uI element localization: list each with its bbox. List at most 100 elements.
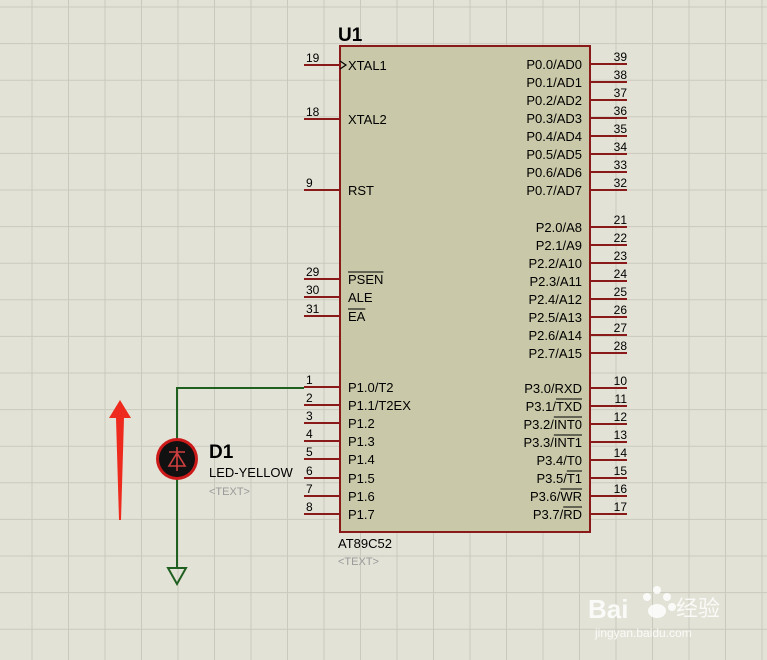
pin-number: 29 (306, 265, 320, 279)
pin-name: P0.6/AD6 (526, 165, 582, 180)
pin-number: 6 (306, 464, 313, 478)
pin-number: 19 (306, 51, 320, 65)
pin-number: 4 (306, 427, 313, 441)
pin-number: 10 (614, 374, 628, 388)
watermark-url: jingyan.baidu.com (594, 626, 692, 640)
pin-number: 11 (615, 392, 628, 406)
pin-name: P3.4/T0 (536, 453, 582, 468)
pin-number: 15 (614, 464, 628, 478)
pin-number: 22 (614, 231, 628, 245)
pin-name: P0.4/AD4 (526, 129, 582, 144)
ground-icon[interactable] (166, 567, 188, 587)
clock-marker-icon (339, 60, 348, 70)
pin-name: P1.1/T2EX (348, 398, 411, 413)
pin-name: P2.0/A8 (536, 220, 582, 235)
pin-number: 23 (614, 249, 628, 263)
led-text-placeholder: <TEXT> (209, 486, 250, 498)
pin-name: P2.3/A11 (529, 274, 582, 289)
pin-number: 14 (614, 446, 628, 460)
pin-name: P1.7 (348, 507, 375, 522)
pin-number: 31 (306, 302, 320, 316)
pin-name: RST (348, 183, 374, 198)
chip-ref-label: U1 (338, 25, 363, 46)
pin-name: ALE (348, 290, 373, 305)
baidu-jingyan-watermark: Bai 经验 jingyan.baidu.com (588, 586, 720, 640)
pin-number: 3 (306, 409, 313, 423)
pin-name: P1.4 (348, 452, 375, 467)
pin-name: P2.7/A15 (529, 346, 583, 361)
pin-name: P2.4/A12 (529, 292, 583, 307)
pin-name: P2.6/A14 (529, 328, 583, 343)
pin-number: 38 (614, 68, 628, 82)
pin-number: 24 (614, 267, 628, 281)
pin-name: P2.2/A10 (529, 256, 583, 271)
pin-name: P0.3/AD3 (526, 111, 582, 126)
wire-p1-0-to-led[interactable] (176, 387, 304, 442)
pin-name: P0.5/AD5 (526, 147, 582, 162)
pin-name: P1.0/T2 (348, 380, 394, 395)
pin-name: P0.2/AD2 (526, 93, 582, 108)
pin-name: P0.7/AD7 (526, 183, 582, 198)
led-part-label: LED-YELLOW (209, 465, 294, 480)
pin-number: 12 (614, 410, 628, 424)
pin-name: P3.3/INT1 (523, 435, 582, 450)
pin-number: 8 (306, 500, 313, 514)
chip-text-placeholder: <TEXT> (338, 556, 379, 568)
pin-number: 7 (306, 482, 313, 496)
led-ref-label: D1 (209, 442, 234, 463)
watermark-brand-cn: 经验 (676, 596, 720, 621)
pin-number: 26 (614, 303, 628, 317)
pin-name: P3.1/TXD (526, 399, 582, 414)
pin-name: P0.0/AD0 (526, 57, 582, 72)
pin-number: 28 (614, 339, 628, 353)
pin-number: 34 (614, 140, 628, 154)
pin-number: 27 (614, 321, 628, 335)
chip-part-label: AT89C52 (338, 536, 392, 551)
pin-name: P1.2 (348, 416, 375, 431)
pin-number: 21 (614, 213, 628, 227)
pin-name: P3.2/INT0 (523, 417, 582, 432)
led-symbol[interactable] (156, 438, 198, 480)
led-diode-icon (167, 447, 187, 471)
chip-body[interactable] (339, 45, 591, 533)
